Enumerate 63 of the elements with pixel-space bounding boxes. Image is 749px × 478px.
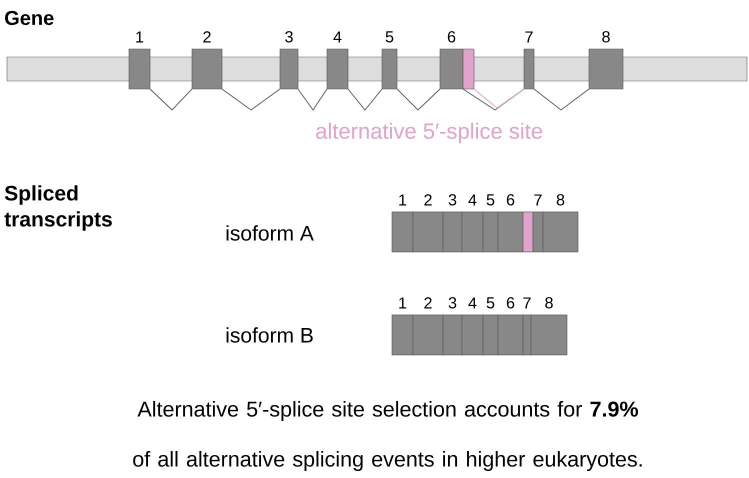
exon-box: 5 xyxy=(382,31,398,90)
node-label: 4 xyxy=(333,31,342,42)
transcript-segment: 2 xyxy=(412,194,444,252)
exon-box: 7 xyxy=(524,31,534,90)
node-label: 3 xyxy=(448,194,456,206)
transcript-segment: 6 xyxy=(498,297,524,356)
transcript-segment: 7 xyxy=(532,194,544,252)
transcript-segment: 1 xyxy=(392,194,414,252)
transcript-segment: 3 xyxy=(442,297,462,356)
transcript-segment: 4 xyxy=(462,297,484,356)
node-label: 8 xyxy=(545,297,553,308)
node-label: 7 xyxy=(525,31,533,42)
node-label: 1 xyxy=(399,194,406,206)
splice-line xyxy=(534,88,590,111)
splice-line xyxy=(474,88,524,109)
transcript-segment: 1 xyxy=(392,297,414,356)
node-label: 6 xyxy=(448,31,456,42)
isoform-label: isoform A xyxy=(226,225,314,241)
splice-line xyxy=(222,88,280,111)
exon-box: 8 xyxy=(588,31,624,90)
node-label: 7 xyxy=(534,194,542,206)
node-label: 8 xyxy=(602,31,610,42)
node-label: 4 xyxy=(468,297,476,308)
splice-line xyxy=(396,88,440,111)
exon-box: 2 xyxy=(192,31,222,90)
node-label: 8 xyxy=(556,194,564,206)
heading: Spliced transcripts xyxy=(4,185,112,231)
transcript-segment: 2 xyxy=(412,297,444,356)
transcript-segment: 8 xyxy=(542,194,578,252)
exon-box: 1 xyxy=(128,31,150,90)
node-label: 5 xyxy=(486,194,494,206)
heading: Gene xyxy=(5,10,54,26)
node-label: 3 xyxy=(285,31,293,42)
node-label: 2 xyxy=(424,297,432,308)
alternative-region-box xyxy=(462,48,474,90)
node-label: 5 xyxy=(486,297,494,308)
node-label: 5 xyxy=(386,31,394,42)
transcript-segment: 7 xyxy=(522,297,532,356)
isoform-label: isoform B xyxy=(226,327,313,343)
transcript-segment: 3 xyxy=(442,194,462,252)
exon-box: 6 xyxy=(440,31,464,90)
alternative-region-box xyxy=(522,212,534,252)
transcript-segment: 5 xyxy=(482,297,498,356)
annotation-label: alternative 5′-splice site xyxy=(316,122,542,144)
node-label: 3 xyxy=(448,297,456,308)
node-label: 1 xyxy=(399,297,406,308)
node-label: 2 xyxy=(203,31,211,42)
node-label: 6 xyxy=(506,194,514,206)
transcript-segment: 4 xyxy=(462,194,484,252)
exon-box: 4 xyxy=(326,31,348,90)
transcript-segment: 8 xyxy=(530,297,568,356)
splice-line xyxy=(348,88,382,111)
node-label: 2 xyxy=(424,194,432,206)
node-label: 7 xyxy=(523,297,531,308)
node-label: 1 xyxy=(136,31,144,42)
splice-line xyxy=(298,88,328,111)
node-label: 6 xyxy=(506,297,514,308)
transcript-segment: 6 xyxy=(498,194,524,252)
exon-box: 3 xyxy=(280,31,298,90)
caption: Alternative 5′-splice site selection accounts for 7.9% of all alternative splicing events in higher eukaryotes. xyxy=(133,400,642,471)
transcript-segment: 5 xyxy=(482,194,498,252)
splice-line xyxy=(150,88,192,111)
node-label: 4 xyxy=(468,194,476,206)
